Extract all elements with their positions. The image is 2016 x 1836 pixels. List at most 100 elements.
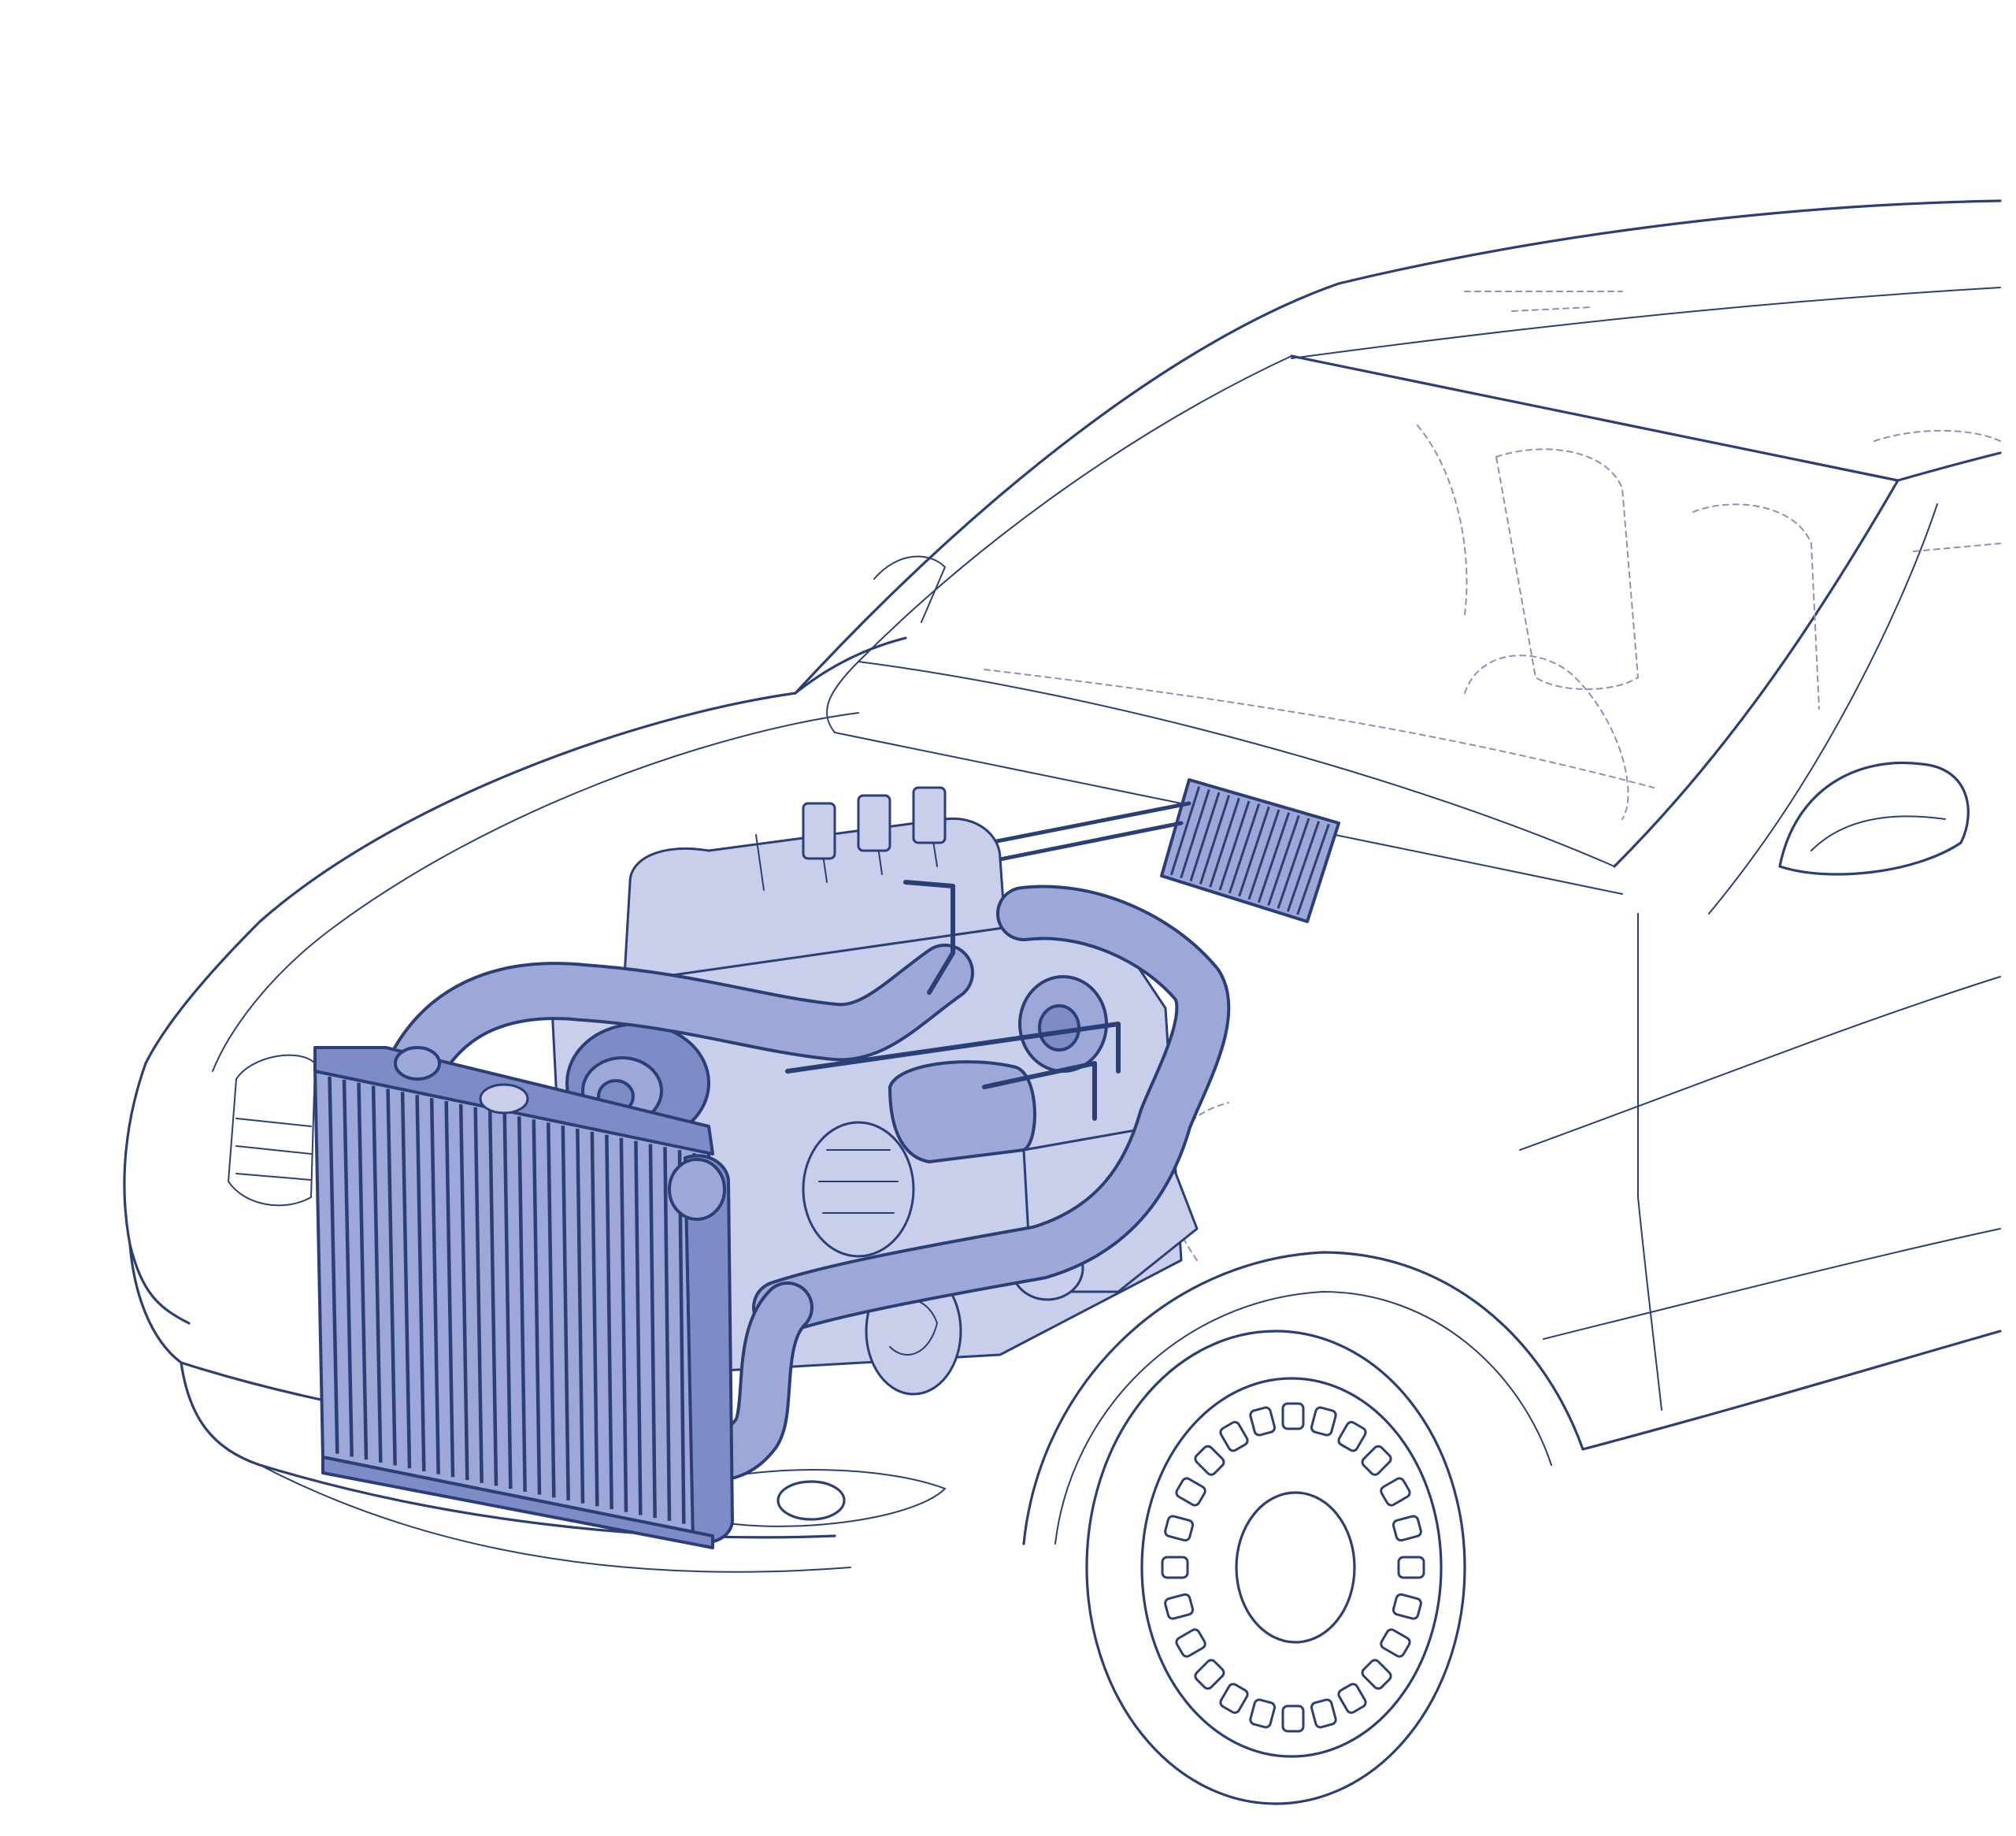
- wheel-hole: [1219, 1421, 1249, 1452]
- wheel-hole: [1249, 1406, 1277, 1437]
- wheel-arch-inner: [1054, 1291, 1552, 1545]
- intercooler-outlet: [668, 1158, 726, 1221]
- wheel-hole: [1392, 1593, 1422, 1620]
- radiator-bottom-tank: [321, 1456, 714, 1549]
- steering-wheel: [1464, 655, 1629, 820]
- wheel-hole: [1361, 1445, 1392, 1476]
- radiator-fin: [371, 1085, 383, 1463]
- oil-cooler-fin: [1218, 800, 1251, 891]
- wheel-hole: [1219, 1682, 1249, 1714]
- wheel-hole: [1310, 1698, 1337, 1729]
- radiator-fin: [328, 1076, 339, 1454]
- oil-cooler: [927, 778, 1340, 923]
- windshield-right: [1613, 479, 1899, 868]
- radiator-fin: [605, 1134, 613, 1510]
- wheel-hole: [1361, 1659, 1392, 1690]
- wheel-hole: [1337, 1421, 1367, 1452]
- radiator-fin: [487, 1110, 498, 1486]
- wheel-hole: [1310, 1406, 1337, 1437]
- radiator-fin: [517, 1116, 527, 1492]
- turbo-compressor-inner: [1038, 1004, 1080, 1052]
- radiator-fin: [590, 1131, 599, 1507]
- vacuum-hose-1: [903, 880, 955, 995]
- radiator-fin: [634, 1141, 643, 1515]
- wheel-hole: [1397, 1556, 1425, 1579]
- windshield-left: [858, 355, 1292, 662]
- oil-cooler-fin: [1189, 792, 1221, 882]
- radiator-fin: [357, 1082, 369, 1460]
- radiator-fin: [429, 1098, 440, 1474]
- grille-slats: [235, 1118, 312, 1181]
- coolant-reservoir: [888, 1060, 1036, 1163]
- radiator-fin: [473, 1107, 484, 1483]
- oil-cooler-fin: [1180, 788, 1210, 879]
- windshield-top: [1290, 354, 1899, 482]
- alternator: [802, 1121, 915, 1258]
- oil-cooler-fin: [1267, 814, 1300, 907]
- oil-cooler-fin: [1238, 806, 1270, 897]
- oil-cooler-fin: [1169, 786, 1201, 876]
- wheel-hole: [1164, 1515, 1195, 1542]
- headlight-left: [228, 1054, 316, 1207]
- tire-inner: [1140, 1377, 1443, 1758]
- radiator-fin: [342, 1079, 354, 1457]
- charge-pipe: [755, 888, 1228, 1332]
- oil-cooler-fin: [1209, 797, 1240, 888]
- hood-rear-edge: [826, 661, 1623, 895]
- wheel-holes: [1161, 1402, 1425, 1733]
- front-fascia: [123, 1062, 191, 1325]
- dash-vent: [1417, 425, 1468, 615]
- wheel-hole: [1249, 1698, 1277, 1729]
- wheel-hole: [1175, 1628, 1206, 1658]
- hood-crease: [212, 712, 859, 1072]
- wheel-hole: [1281, 1704, 1305, 1733]
- wheel-hole: [1380, 1477, 1411, 1507]
- wheel-hole: [1194, 1659, 1225, 1690]
- roof-line: [794, 199, 2002, 695]
- wheel-hole: [1161, 1556, 1189, 1579]
- fog-light-bezel: [708, 1469, 946, 1527]
- wheel-hole: [1194, 1445, 1225, 1476]
- cam-ribs-3: [912, 786, 947, 844]
- wheel-hole: [1392, 1515, 1422, 1542]
- wheel-arch: [1022, 1251, 1584, 1545]
- a-pillar: [794, 636, 907, 695]
- fog-light: [776, 1480, 846, 1521]
- wheel-hole: [1380, 1628, 1411, 1658]
- rear-seat: [1873, 429, 2001, 552]
- roof-liner: [1464, 291, 1623, 312]
- seat-outline-2: [1692, 503, 1820, 710]
- hub: [1235, 1491, 1356, 1644]
- front-wheel: [1085, 1330, 1466, 1805]
- oil-cooler-fin: [1228, 803, 1261, 894]
- hood-edge: [144, 692, 797, 1065]
- intercooler-radiator: [313, 1046, 734, 1549]
- radiator-fin: [663, 1147, 672, 1521]
- radiator-fin: [547, 1122, 556, 1498]
- oil-cooler-fin: [1286, 821, 1321, 912]
- upper-intake-pipe: [384, 947, 971, 1105]
- sill-line: [1543, 1228, 2001, 1340]
- radiator-fin: [576, 1128, 585, 1504]
- oil-cooler-fin: [1247, 809, 1280, 900]
- wheel-hole: [1281, 1402, 1305, 1430]
- seat-outline: [1495, 448, 1640, 690]
- oil-cooler-body: [1160, 778, 1340, 923]
- vacuum-hose-3: [982, 1061, 1097, 1121]
- radiator-fin: [400, 1092, 412, 1469]
- radiator-cap: [479, 1083, 529, 1115]
- tire-outer: [1085, 1330, 1466, 1805]
- oil-cooler-fins: [1169, 786, 1330, 915]
- wiper-cowl: [873, 555, 946, 623]
- b-pillar: [1896, 451, 2002, 482]
- side-mirror: [1778, 761, 1970, 876]
- cam-ribs-1: [802, 802, 836, 860]
- oil-cooler-fin: [1296, 823, 1330, 915]
- radiator-fin: [458, 1103, 469, 1481]
- body-crease: [1519, 976, 2001, 1151]
- cam-ribs-2: [857, 794, 891, 852]
- wheel-hole: [1337, 1682, 1367, 1714]
- radiator-fin: [415, 1095, 426, 1471]
